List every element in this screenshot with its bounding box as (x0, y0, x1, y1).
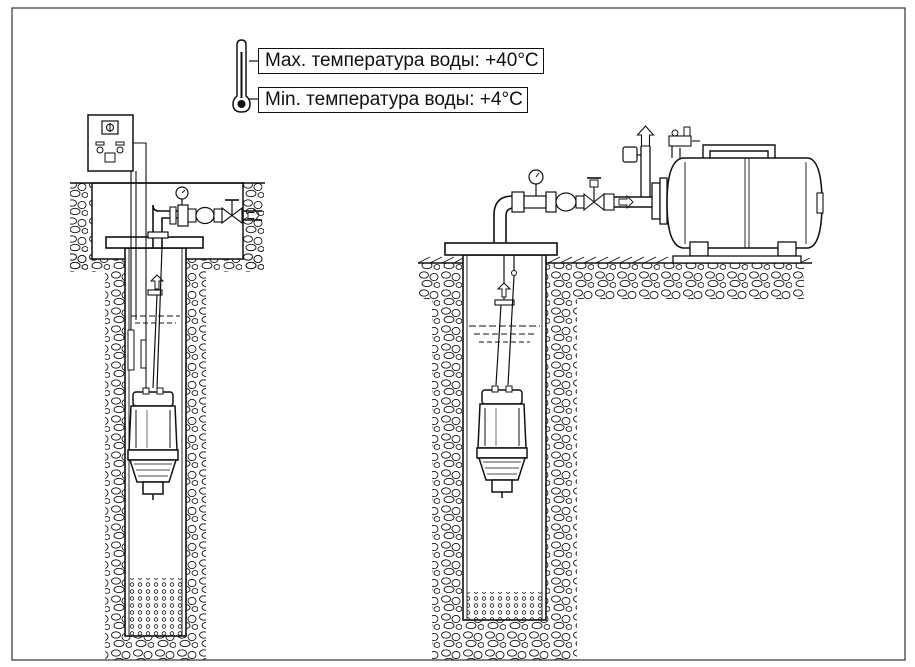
gravel-left (432, 299, 463, 660)
filter-screen (129, 578, 182, 636)
filter-screen (467, 592, 542, 620)
control-box-icon (87, 114, 134, 172)
pressure-gauge-icon (528, 169, 544, 196)
gravel-left (105, 270, 125, 660)
max-temp-label: Max. температура воды: +40°C (258, 48, 544, 74)
gravel-right (186, 270, 206, 660)
flow-arrow-icon (636, 125, 655, 147)
left-well-installation (70, 114, 265, 660)
right-soil (243, 183, 265, 269)
gate-valve-icon (583, 177, 605, 212)
well-head (444, 242, 558, 256)
gate-valve-icon (221, 199, 243, 225)
right-well-installation (417, 125, 824, 660)
well-bottom-gravel (125, 636, 186, 660)
gravel-right (546, 299, 577, 660)
pressure-gauge-icon (175, 186, 189, 205)
pressure-tank (666, 126, 824, 264)
flow-arrow-icon (149, 274, 165, 290)
min-temp-label: Min. температура воды: +4°C (258, 87, 528, 113)
left-soil (70, 183, 92, 269)
flow-arrow-icon (496, 282, 512, 298)
well-head (105, 236, 204, 249)
thermometer-icon (232, 39, 258, 113)
